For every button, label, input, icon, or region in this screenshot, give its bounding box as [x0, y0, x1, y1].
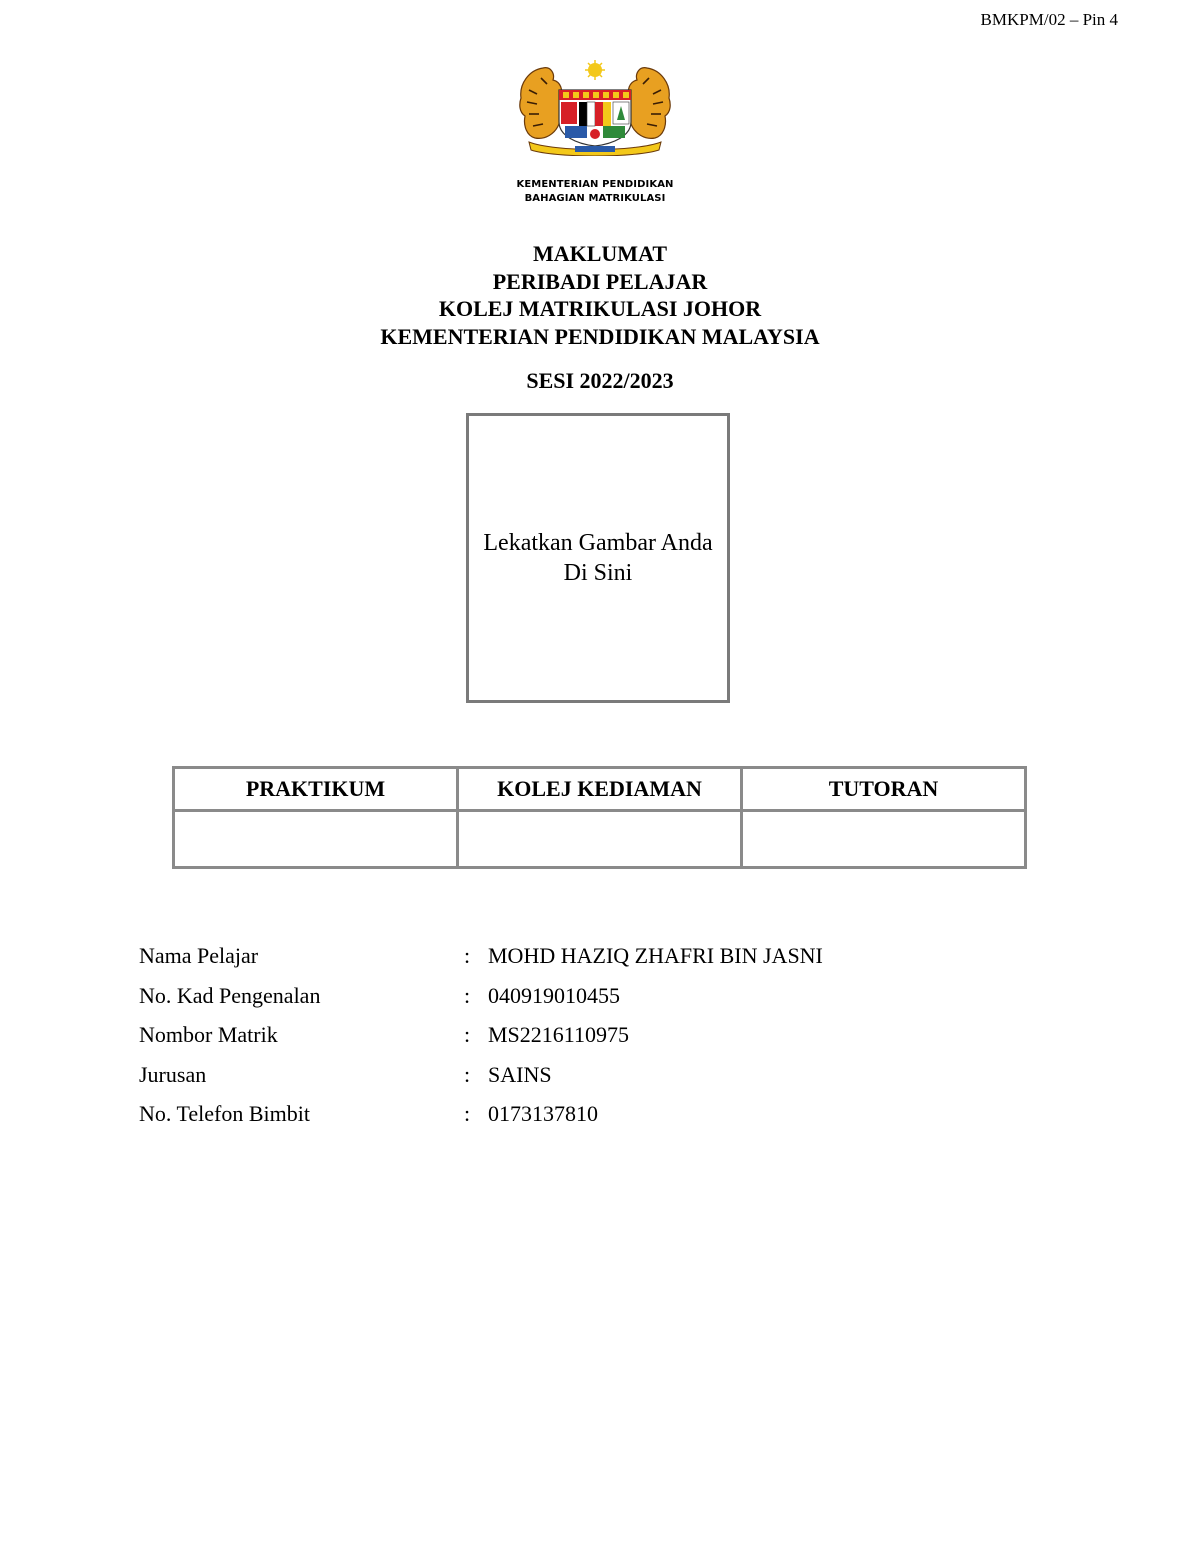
field-label: No. Kad Pengenalan — [139, 982, 321, 1008]
value-tutoran — [740, 809, 1027, 869]
malaysia-coat-of-arms-icon — [519, 60, 671, 156]
field-value: 040919010455 — [488, 982, 620, 1008]
ministry-caption: KEMENTERIAN PENDIDIKAN BAHAGIAN MATRIKUL… — [480, 178, 710, 206]
title-line-2: PERIBADI PELAJAR — [492, 268, 708, 294]
field-label: Nombor Matrik — [139, 1022, 278, 1047]
group-table-value-row — [172, 809, 1027, 869]
value-praktikum — [172, 809, 459, 869]
title-line-1: MAKLUMAT — [532, 241, 668, 266]
photo-placeholder: Lekatkan Gambar Anda Di Sini — [466, 413, 730, 703]
field-value: SAINS — [488, 1061, 552, 1087]
title-line-4: KEMENTERIAN PENDIDIKAN MALAYSIA — [380, 323, 820, 349]
session-label: SESI 2022/2023 — [526, 368, 674, 393]
photo-instruction-line-2: Di Sini — [563, 560, 633, 586]
field-colon: : — [464, 1061, 471, 1087]
header-praktikum: PRAKTIKUM — [172, 766, 459, 812]
field-label: Nama Pelajar — [139, 943, 259, 968]
field-colon: : — [464, 1022, 471, 1047]
field-value: MOHD HAZIQ ZHAFRI BIN JASNI — [488, 943, 823, 968]
header-kolej-kediaman: KOLEJ KEDIAMAN — [456, 766, 743, 812]
photo-instruction-line-1: Lekatkan Gambar Anda — [483, 530, 713, 556]
field-value: 0173137810 — [488, 1101, 598, 1126]
field-label: No. Telefon Bimbit — [139, 1101, 310, 1126]
group-table: PRAKTIKUM KOLEJ KEDIAMAN TUTORAN — [172, 766, 1027, 869]
document-code: BMKPM/02 – Pin 4 — [980, 10, 1118, 29]
header-tutoran: TUTORAN — [740, 766, 1027, 812]
ministry-line-2: BAHAGIAN MATRIKULASI — [524, 193, 666, 204]
field-value: MS2216110975 — [488, 1022, 629, 1047]
form-title: MAKLUMAT PERIBADI PELAJAR KOLEJ MATRIKUL… — [0, 240, 1200, 350]
ministry-line-1: KEMENTERIAN PENDIDIKAN — [516, 179, 674, 190]
group-table-header-row: PRAKTIKUM KOLEJ KEDIAMAN TUTORAN — [172, 766, 1027, 812]
field-label: Jurusan — [139, 1061, 207, 1087]
title-line-3: KOLEJ MATRIKULASI JOHOR — [438, 296, 762, 321]
field-colon: : — [464, 982, 471, 1008]
field-colon: : — [464, 1101, 471, 1126]
value-kolej-kediaman — [456, 809, 743, 869]
field-colon: : — [464, 943, 471, 968]
